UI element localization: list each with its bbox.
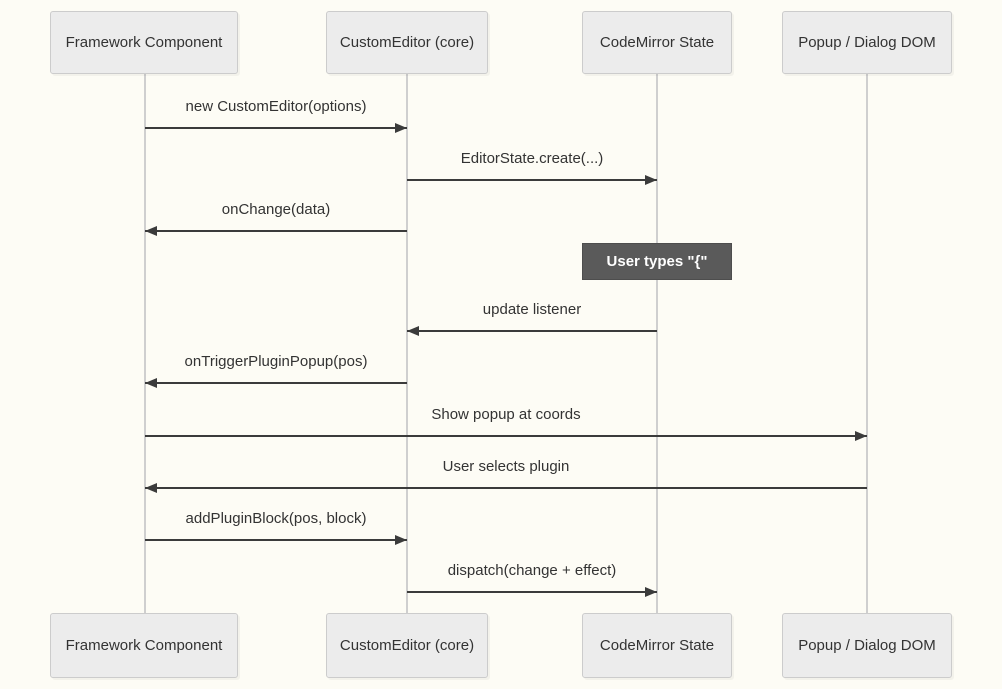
arrowhead-left-icon [145, 226, 157, 236]
arrowhead-right-icon [395, 123, 407, 133]
message-user-selects-plugin: User selects plugin [145, 453, 867, 493]
arrowhead-left-icon [145, 483, 157, 493]
arrowhead-right-icon [855, 431, 867, 441]
lifeline-codemirror-state [656, 74, 658, 614]
message-line [407, 330, 657, 332]
message-addpluginblock: addPluginBlock(pos, block) [145, 505, 407, 545]
message-label: new CustomEditor(options) [185, 98, 367, 115]
message-label: dispatch(change + effect) [447, 562, 617, 579]
arrowhead-right-icon [395, 535, 407, 545]
actor-bottom-codemirror-state: CodeMirror State [582, 613, 732, 678]
message-line [145, 435, 867, 437]
message-ontriggerpluginpopup: onTriggerPluginPopup(pos) [145, 348, 407, 388]
message-line [145, 487, 867, 489]
actor-label: CustomEditor (core) [339, 34, 475, 51]
actor-label: CustomEditor (core) [339, 637, 475, 654]
message-label: EditorState.create(...) [460, 150, 604, 167]
actor-label: Framework Component [65, 34, 223, 51]
lifeline-framework-component [144, 74, 146, 614]
actor-top-codemirror-state: CodeMirror State [582, 11, 732, 74]
message-new-customeditor: new CustomEditor(options) [145, 93, 407, 133]
note-label: User types "{" [606, 253, 708, 270]
message-show-popup: Show popup at coords [145, 401, 867, 441]
message-label: update listener [482, 301, 582, 318]
message-label: User selects plugin [442, 458, 570, 475]
message-dispatch: dispatch(change + effect) [407, 557, 657, 597]
note-user-types: User types "{" [582, 243, 732, 280]
message-label: onTriggerPluginPopup(pos) [184, 353, 368, 370]
actor-label: Popup / Dialog DOM [798, 637, 936, 654]
actor-top-customeditor-core: CustomEditor (core) [326, 11, 488, 74]
actor-label: Popup / Dialog DOM [798, 34, 936, 51]
arrowhead-right-icon [645, 175, 657, 185]
actor-bottom-customeditor-core: CustomEditor (core) [326, 613, 488, 678]
lifeline-customeditor-core [406, 74, 408, 614]
message-onchange: onChange(data) [145, 196, 407, 236]
actor-top-framework-component: Framework Component [50, 11, 238, 74]
actor-label: Framework Component [65, 637, 223, 654]
message-line [145, 127, 407, 129]
message-label: addPluginBlock(pos, block) [185, 510, 367, 527]
message-label: onChange(data) [221, 201, 331, 218]
message-update-listener: update listener [407, 296, 657, 336]
actor-top-popup-dialog-dom: Popup / Dialog DOM [782, 11, 952, 74]
actor-bottom-popup-dialog-dom: Popup / Dialog DOM [782, 613, 952, 678]
actor-label: CodeMirror State [599, 34, 715, 51]
message-line [407, 179, 657, 181]
arrowhead-left-icon [145, 378, 157, 388]
arrowhead-right-icon [645, 587, 657, 597]
message-line [145, 539, 407, 541]
arrowhead-left-icon [407, 326, 419, 336]
lifeline-popup-dialog-dom [866, 74, 868, 614]
message-line [407, 591, 657, 593]
message-line [145, 230, 407, 232]
message-label: Show popup at coords [431, 406, 581, 423]
message-line [145, 382, 407, 384]
actor-label: CodeMirror State [599, 637, 715, 654]
actor-bottom-framework-component: Framework Component [50, 613, 238, 678]
message-editorstate-create: EditorState.create(...) [407, 145, 657, 185]
